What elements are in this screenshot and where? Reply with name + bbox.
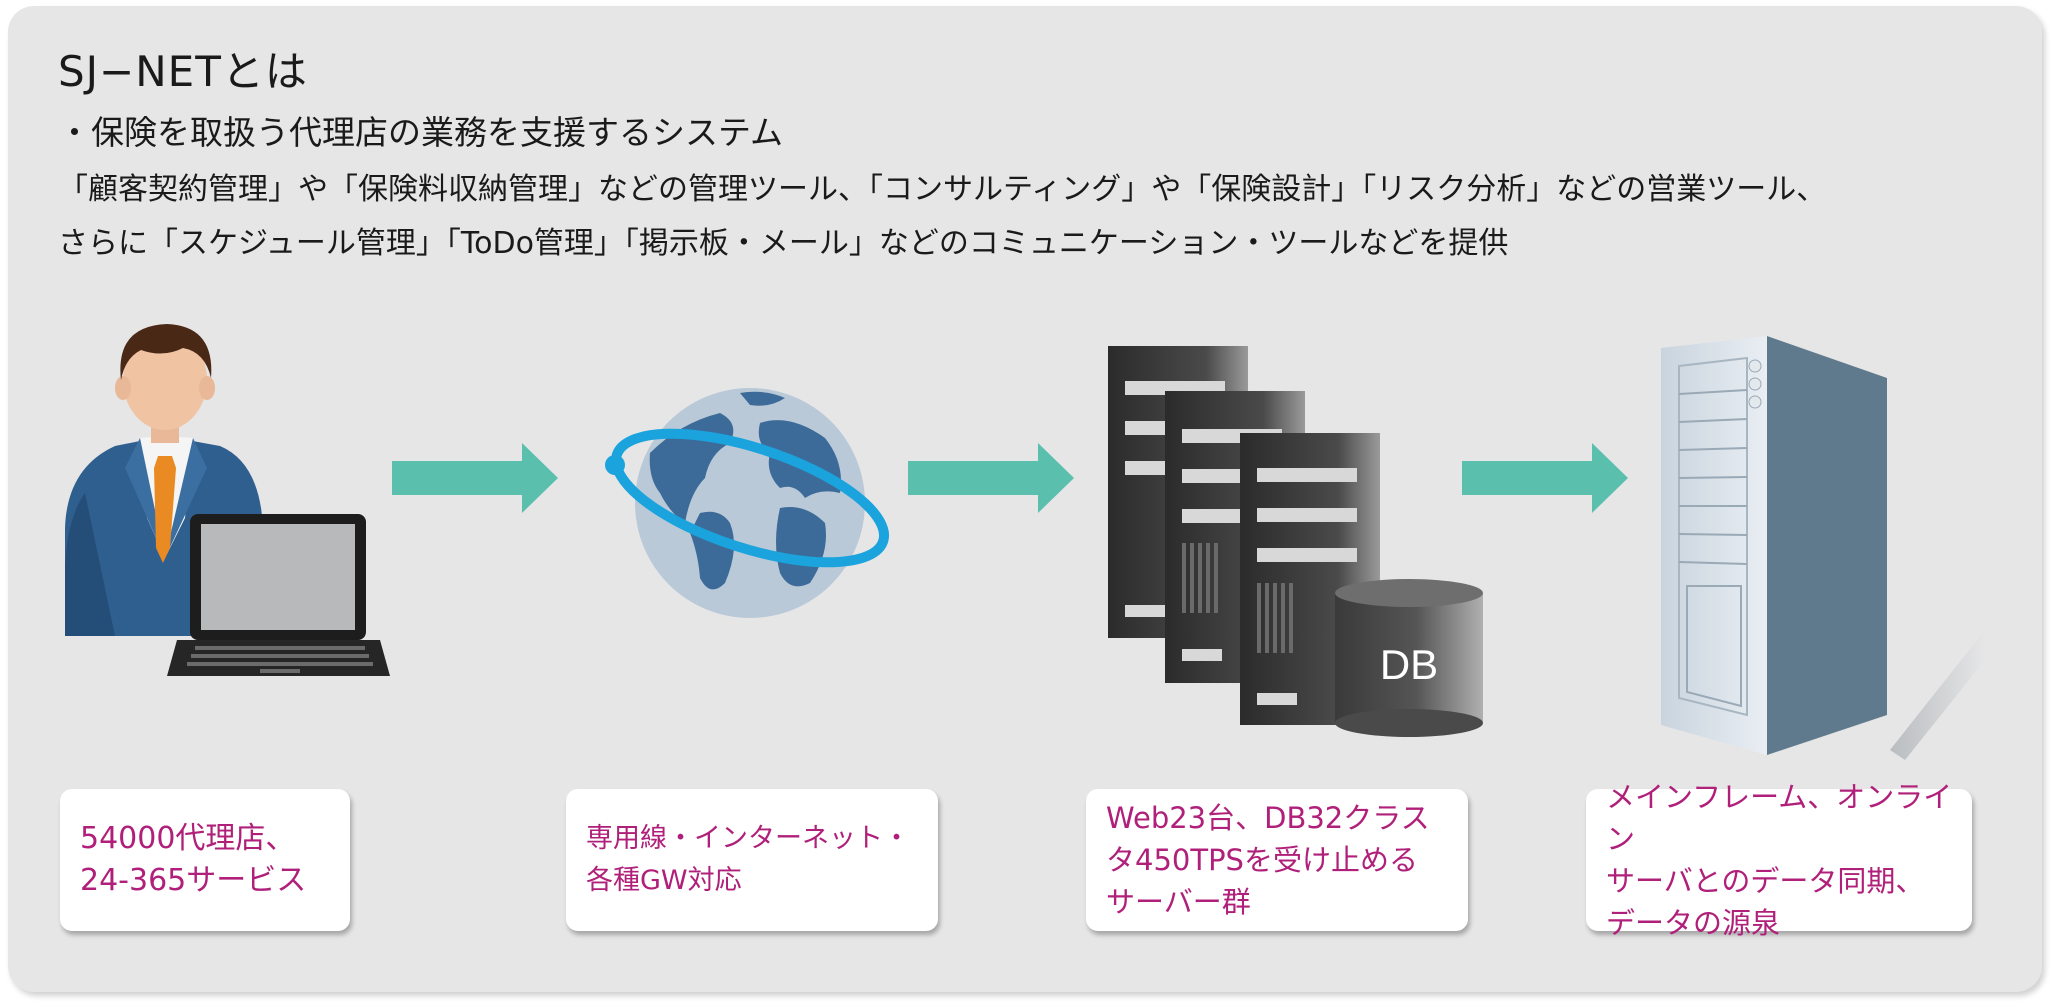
globe-network-icon [605,388,890,618]
caption-servers: Web23台、DB32クラス タ450TPSを受け止める サーバー群 [1106,801,1430,919]
flow-arrow-1 [392,443,558,513]
agent-with-laptop-icon [65,324,390,676]
caption-network: 専用線・インターネット・ 各種GW対応 [586,823,910,896]
description-line-2: さらに「スケジュール管理」「ToDo管理」「掲示板・メール」などのコミュニケーシ… [58,226,1509,261]
db-label: DB [1380,641,1438,688]
flow-arrow-3 [1462,443,1628,513]
caption-card-mainframe: メインフレーム、オンライン サーバとのデータ同期、 データの源泉 [1586,780,1972,940]
caption-card-network: 専用線・インターネット・ 各種GW対応 [566,789,938,931]
caption-agents: 54000代理店、 24-365サービス [80,821,307,898]
web-servers-db-icon: DB [1108,346,1483,737]
description-line-1: 「顧客契約管理」や「保険料収納管理」などの管理ツール、「コンサルティング」や「保… [58,172,1827,207]
caption-card-servers: Web23台、DB32クラス タ450TPSを受け止める サーバー群 [1086,789,1468,931]
mainframe-server-icon [1661,336,1985,760]
caption-card-agents: 54000代理店、 24-365サービス [60,789,350,931]
page-title: SJ−NETとは [58,47,308,96]
caption-mainframe: メインフレーム、オンライン サーバとのデータ同期、 データの源泉 [1606,780,1953,940]
flow-arrow-2 [908,443,1074,513]
subtitle: ・保険を取扱う代理店の業務を支援するシステム [58,113,784,152]
